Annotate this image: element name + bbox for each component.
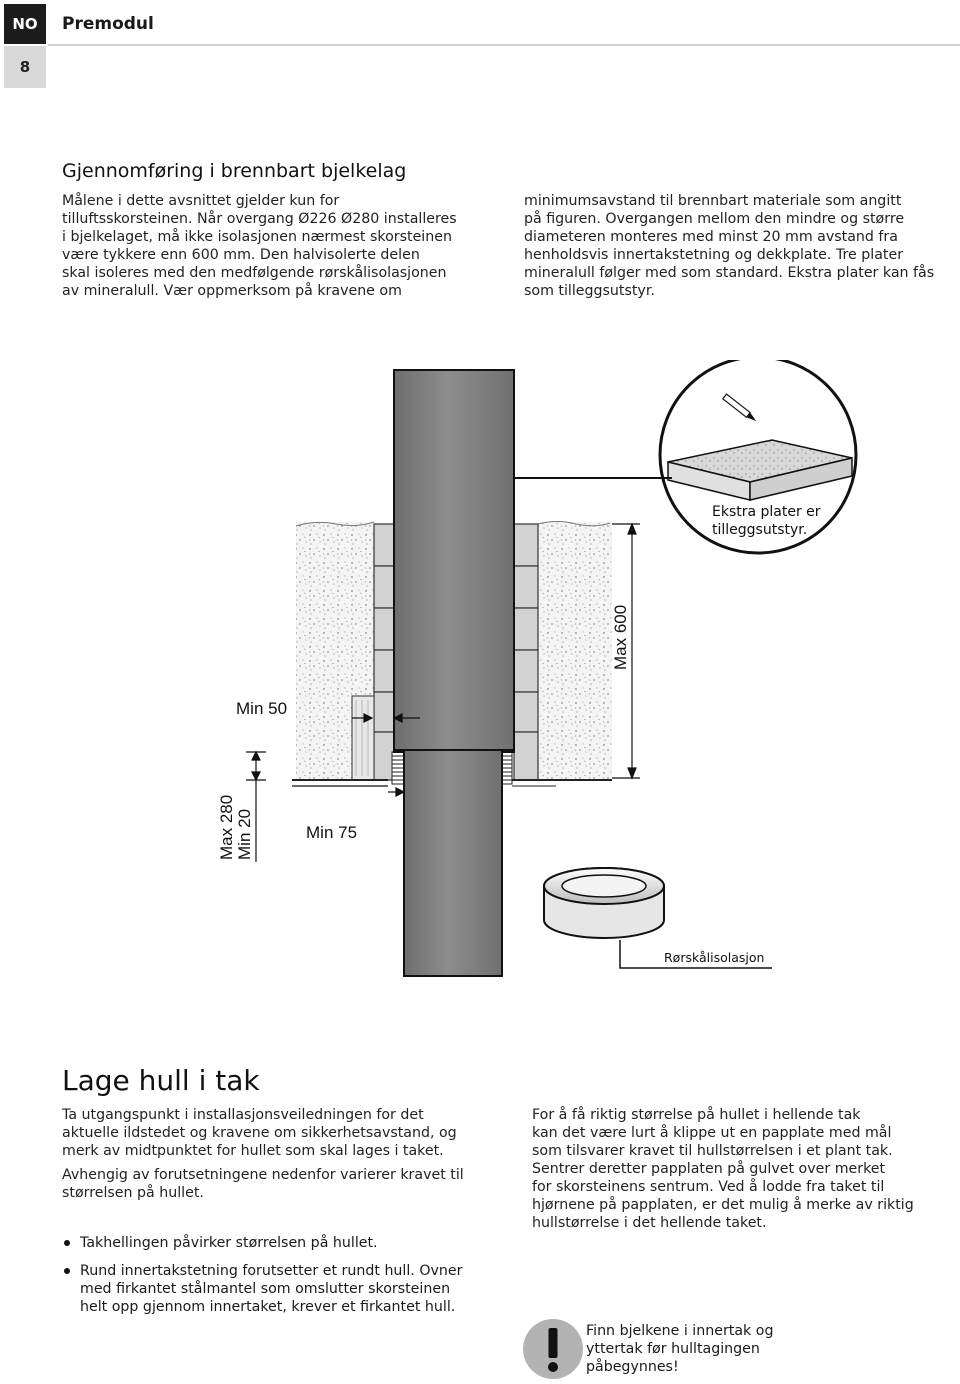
chimney-pipe-upper — [393, 369, 515, 753]
section-text-col1: Målene i dette avsnittet gjelder kun for… — [62, 193, 457, 299]
callout-text-2: tilleggsutstyr. — [712, 522, 807, 538]
exclamation-circle-icon — [523, 1319, 583, 1379]
header-divider — [48, 44, 960, 46]
pen-icon — [721, 393, 757, 422]
label-min20: Min 20 — [235, 809, 254, 860]
label-max280: Max 280 — [217, 795, 236, 860]
section-text-col2: minimumsavstand til brennbart materiale … — [524, 193, 935, 299]
language-tab: NO — [4, 4, 46, 44]
min75-dimension — [292, 785, 406, 797]
list-item: Takhellingen påvirker størrelsen på hull… — [62, 1234, 512, 1252]
chimney-installation-figure: Min 50 Max 600 Max 280 Min 20 Min 75 Rør… — [217, 360, 858, 977]
hole-text-right: For å få riktig størrelse på hullet i he… — [532, 1107, 914, 1231]
hole-text-1: Ta utgangspunkt i installasjonsveilednin… — [62, 1107, 457, 1159]
requirements-list: Takhellingen påvirker størrelsen på hull… — [62, 1234, 512, 1326]
extra-plate-callout — [658, 360, 858, 555]
mineral-wool-plates-right — [513, 523, 539, 781]
max600-dimension — [612, 522, 640, 780]
section-heading: Gjennomføring i brennbart bjelkelag — [62, 160, 407, 182]
label-min75: Min 75 — [306, 823, 357, 842]
wooden-beam — [351, 695, 375, 781]
mineral-wool-plates-left — [373, 523, 395, 781]
page-number: 8 — [4, 46, 46, 88]
hole-text-2: Avhengig av forutsetningene nedenfor var… — [62, 1167, 464, 1201]
chimney-pipe-lower — [403, 749, 503, 977]
pipe-insulation-ring — [543, 867, 665, 939]
label-min50: Min 50 — [236, 699, 287, 718]
insulation-right — [538, 522, 612, 780]
max280-dimension — [246, 750, 266, 862]
label-ring: Rørskålisolasjon — [664, 950, 764, 965]
list-item: Rund innertakstetning forutsetter et run… — [62, 1262, 512, 1316]
label-max600: Max 600 — [611, 605, 630, 670]
min50-dimension — [352, 713, 420, 723]
callout-text-1: Ekstra plater er — [712, 504, 821, 520]
section-heading-hole: Lage hull i tak — [62, 1064, 260, 1097]
page-header-title: Premodul — [62, 14, 154, 34]
warning-text: Finn bjelkene i innertak og yttertak før… — [586, 1323, 774, 1375]
